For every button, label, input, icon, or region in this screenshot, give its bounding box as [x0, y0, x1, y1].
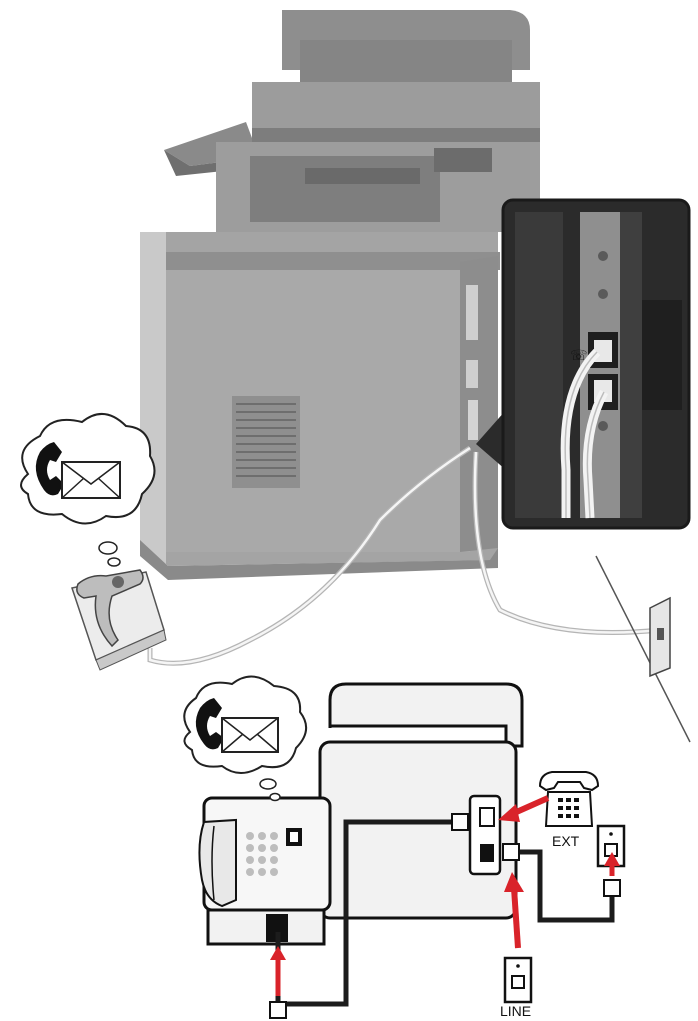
cable-line-to-wall	[510, 849, 615, 923]
wiring-diagram: EXT LINE	[183, 675, 626, 1019]
arrow-ext	[498, 795, 550, 822]
desk-phone-icon	[538, 771, 600, 827]
plug-ext	[451, 813, 469, 831]
arrow-line	[504, 872, 524, 949]
arrow-phone	[270, 946, 286, 996]
wall-jack-photo	[649, 596, 671, 678]
printer-photo	[140, 10, 540, 580]
line-label: LINE	[500, 1003, 531, 1019]
plug-phone	[269, 1001, 287, 1019]
svg-text:☏: ☏	[570, 347, 588, 363]
desk-phone-photo	[71, 569, 167, 671]
printer-vent	[232, 396, 300, 488]
plug-wall	[603, 879, 621, 897]
wall-jack-icon	[596, 824, 626, 868]
port-closeup-inset: ☏	[476, 198, 691, 530]
wall-edge-line	[595, 555, 691, 743]
phone-envelope-thought-bubble-icon	[183, 675, 307, 802]
photo-cables	[147, 445, 661, 666]
printer-outline	[318, 682, 524, 920]
ext-label: EXT	[552, 833, 580, 849]
fax-phone-outline	[198, 796, 332, 946]
phone-envelope-thought-bubble-icon	[20, 413, 156, 567]
line-jack-icon	[503, 956, 533, 1004]
plug-line	[502, 843, 520, 861]
arrow-wall	[604, 852, 620, 876]
